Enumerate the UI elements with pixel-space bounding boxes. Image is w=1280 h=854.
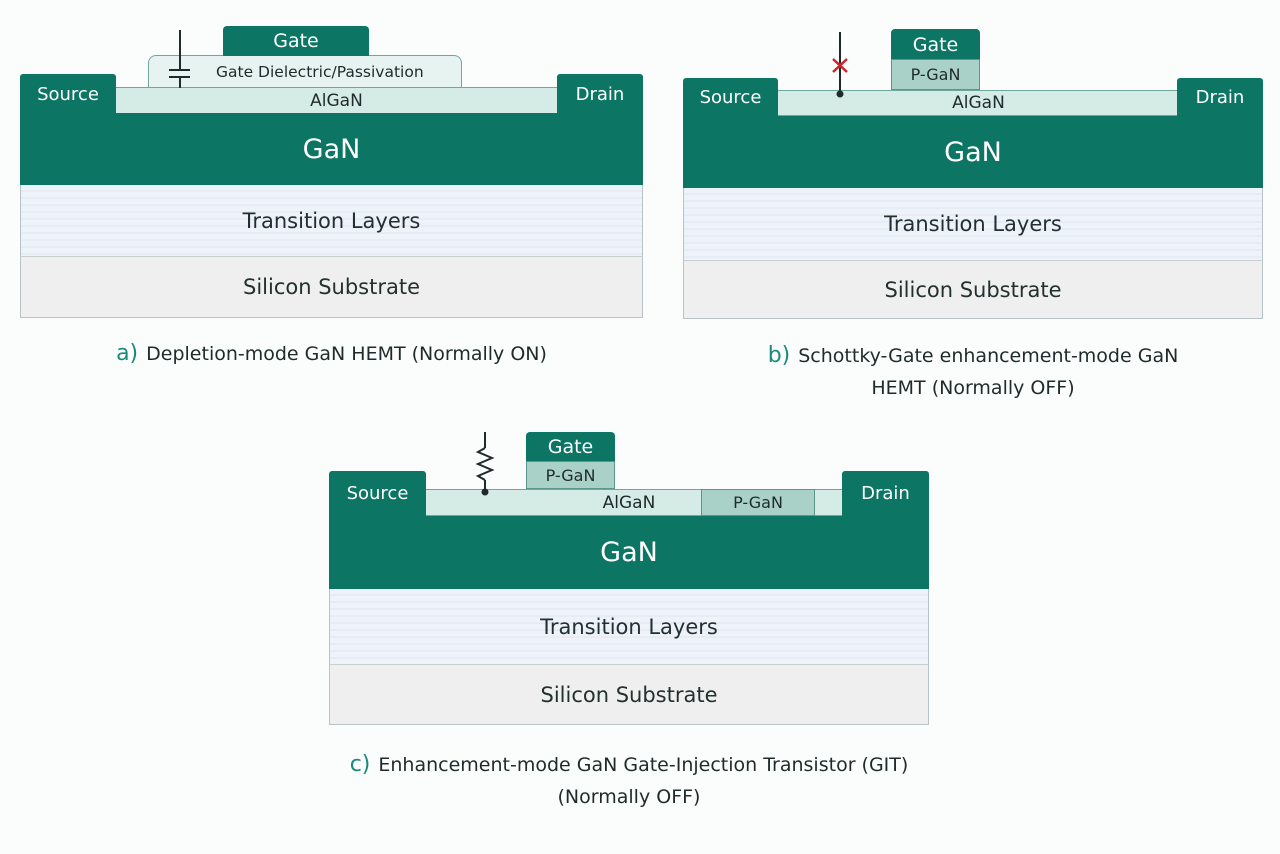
drain-contact: Drain <box>1177 78 1263 116</box>
source-contact: Source <box>20 74 116 114</box>
transition-label: Transition Layers <box>884 212 1062 236</box>
silicon-substrate: Silicon Substrate <box>329 664 929 725</box>
gan-layer: GaN <box>20 113 643 185</box>
algan-label: AlGaN <box>310 90 363 111</box>
gan-label: GaN <box>302 133 361 165</box>
transition-layers: Transition Layers <box>683 188 1263 260</box>
substrate-label: Silicon Substrate <box>540 682 718 707</box>
gan-layer: GaN <box>683 116 1263 188</box>
source-label: Source <box>346 483 409 504</box>
transition-layers: Transition Layers <box>20 185 643 256</box>
algan-label: AlGaN <box>602 492 656 513</box>
gan-label: GaN <box>944 136 1002 168</box>
transition-label: Transition Layers <box>540 614 718 639</box>
pgan-drain-label: P-GaN <box>733 493 783 512</box>
caption-b: b) Schottky-Gate enhancement-mode GaN HEM… <box>683 340 1263 404</box>
caption-c-text-line1: Enhancement-mode GaN Gate-Injection Tran… <box>378 754 909 776</box>
caption-b-text-line1: Schottky-Gate enhancement-mode GaN <box>798 345 1179 367</box>
diagram-a: Gate Dielectric/Passivation Gate AlGaN S… <box>20 26 643 318</box>
caption-c: c) Enhancement-mode GaN Gate-Injection Tr… <box>329 749 929 813</box>
pgan-layer: P-GaN <box>891 59 980 90</box>
drain-label: Drain <box>1195 86 1245 108</box>
silicon-substrate: Silicon Substrate <box>683 260 1263 319</box>
pgan-label: P-GaN <box>910 65 961 84</box>
gate-dielectric-passivation: Gate Dielectric/Passivation <box>148 55 462 89</box>
algan-label: AlGaN <box>952 93 1005 113</box>
source-contact: Source <box>683 78 778 116</box>
silicon-substrate: Silicon Substrate <box>20 256 643 318</box>
gate-contact: Gate <box>526 432 615 461</box>
gate-contact: Gate <box>223 26 369 56</box>
dielectric-label: Gate Dielectric/Passivation <box>216 63 424 81</box>
substrate-label: Silicon Substrate <box>242 275 420 299</box>
caption-b-letter: b) <box>767 343 791 368</box>
algan-layer: AlGaN <box>114 87 559 114</box>
transition-layers: Transition Layers <box>329 589 929 664</box>
gate-label: Gate <box>547 435 594 458</box>
gate-contact: Gate <box>891 29 980 60</box>
caption-a: a) Depletion-mode GaN HEMT (Normally ON) <box>20 338 643 370</box>
drain-label: Drain <box>575 83 625 105</box>
schottky-cross-icon <box>832 32 848 98</box>
drain-label: Drain <box>861 483 910 504</box>
gate-label: Gate <box>912 33 959 56</box>
caption-b-text-line2: HEMT (Normally OFF) <box>871 377 1075 399</box>
caption-c-letter: c) <box>349 752 371 777</box>
caption-a-letter: a) <box>116 341 139 366</box>
capacitor-icon <box>169 30 190 88</box>
caption-a-text: Depletion-mode GaN HEMT (Normally ON) <box>146 343 547 365</box>
source-contact: Source <box>329 471 426 516</box>
transition-label: Transition Layers <box>242 208 421 233</box>
source-label: Source <box>37 83 99 105</box>
gate-label: Gate <box>273 30 319 52</box>
diagram-b: Gate P-GaN AlGaN Source Drain GaN Transi… <box>683 29 1263 319</box>
substrate-label: Silicon Substrate <box>884 277 1062 302</box>
gan-layer: GaN <box>329 516 929 589</box>
drain-contact: Drain <box>842 471 929 516</box>
pgan-gate-label: P-GaN <box>545 465 596 485</box>
diagram-c: Gate P-GaN AlGaN P-GaN Source Drain GaN … <box>329 432 929 725</box>
caption-c-text-line2: (Normally OFF) <box>557 786 701 808</box>
pgan-gate-layer: P-GaN <box>526 461 615 489</box>
pgan-drain-layer: P-GaN <box>701 489 815 516</box>
drain-contact: Drain <box>557 74 643 114</box>
resistor-icon <box>475 432 495 496</box>
source-label: Source <box>699 86 762 108</box>
gan-label: GaN <box>600 537 658 568</box>
